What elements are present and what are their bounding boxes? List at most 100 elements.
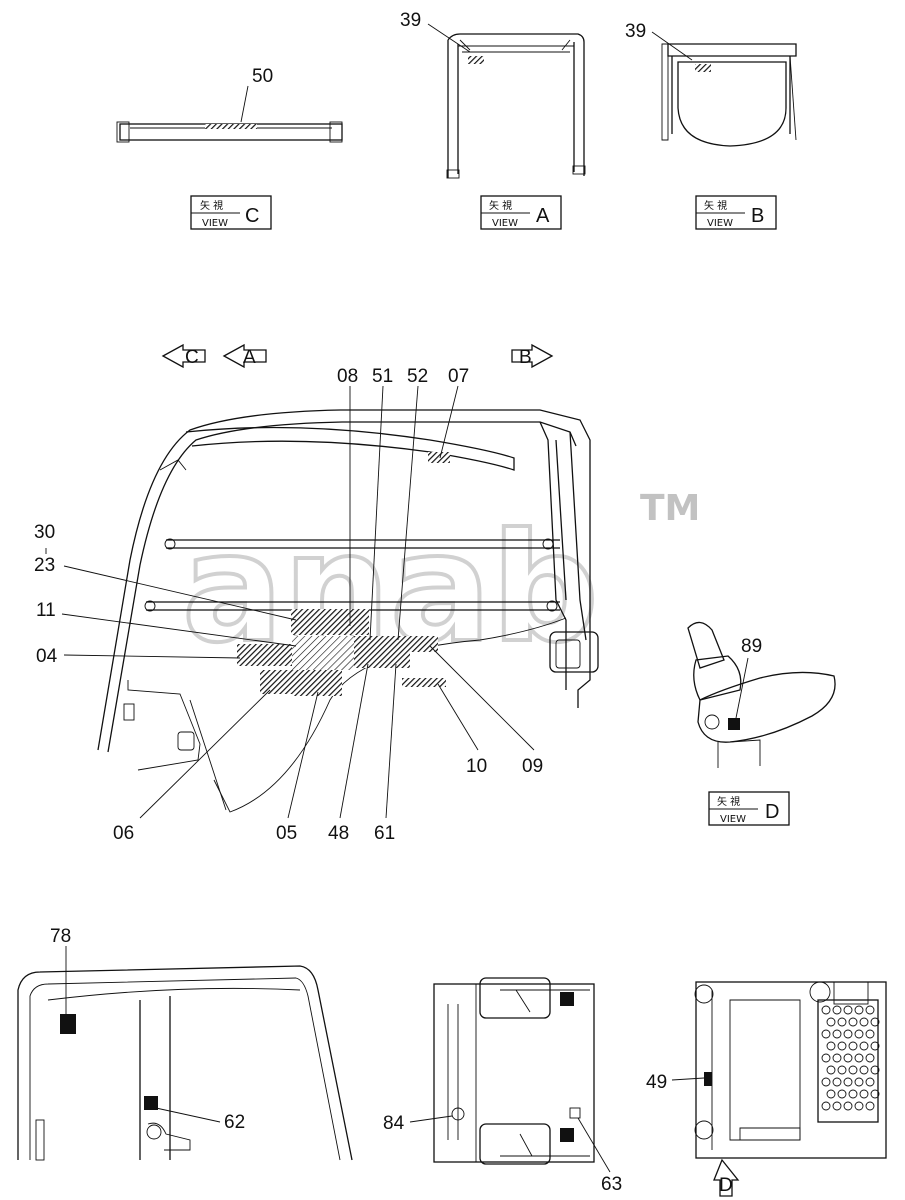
vent-hole — [848, 1041, 858, 1051]
console-top-drawing: 84 63 — [383, 977, 622, 1195]
decal-06 — [260, 670, 292, 694]
view-c-word: VIEW — [202, 218, 228, 229]
arrow-b: B — [511, 343, 554, 369]
vent-hole — [859, 1065, 869, 1075]
callout-06: 06 — [113, 823, 134, 844]
decal-61 — [382, 652, 410, 668]
svg-text:矢 視: 矢 視 — [489, 199, 512, 212]
vent-hole — [865, 1053, 875, 1063]
vent-hole — [837, 1017, 847, 1027]
decal-04 — [237, 644, 292, 666]
callout-52: 52 — [407, 366, 428, 387]
decal-49 — [704, 1072, 712, 1086]
vent-hole — [826, 1089, 836, 1099]
callout-08: 08 — [337, 366, 358, 387]
vent-hole — [826, 1017, 836, 1027]
vent-hole — [870, 1089, 880, 1099]
decal-11 — [292, 636, 354, 670]
callout-30: 30 — [34, 522, 55, 543]
callout-39-b: 39 — [625, 21, 646, 42]
vent-hole — [821, 1101, 831, 1111]
callout-62: 62 — [224, 1112, 245, 1133]
vent-hole — [859, 1041, 869, 1051]
vent-hole — [865, 1077, 875, 1087]
callout-51: 51 — [372, 366, 393, 387]
svg-text:B: B — [751, 205, 764, 227]
arrow-a: A — [222, 343, 267, 369]
view-c-drawing: 50 — [116, 66, 343, 143]
decal-09 — [410, 636, 438, 652]
vent-hole — [870, 1041, 880, 1051]
callout-09: 09 — [522, 756, 543, 777]
vent-hole — [826, 1065, 836, 1075]
watermark-tm: TM — [640, 488, 700, 529]
callout-10: 10 — [466, 756, 487, 777]
vent-hole — [843, 1029, 853, 1039]
leader-50 — [240, 85, 249, 123]
svg-text:D: D — [719, 1175, 733, 1196]
vent-hole — [854, 1005, 864, 1015]
decal-89 — [728, 718, 740, 730]
callout-50: 50 — [252, 66, 273, 87]
vent-hole — [821, 1005, 831, 1015]
svg-text:A: A — [536, 205, 550, 227]
vent-hole — [848, 1017, 858, 1027]
svg-text:矢 視: 矢 視 — [717, 795, 740, 808]
view-b-label: 矢 視 VIEW B — [695, 195, 777, 230]
callout-84: 84 — [383, 1113, 405, 1134]
callout-05: 05 — [276, 823, 297, 844]
vent-hole — [832, 1029, 842, 1039]
callout-78: 78 — [50, 926, 71, 947]
decal-console-upper — [560, 992, 574, 1006]
callout-23: 23 — [34, 555, 55, 576]
vent-hole — [832, 1101, 842, 1111]
callout-39-a: 39 — [400, 10, 421, 31]
main-cab-callouts: 08 51 52 07 30 23 11 04 06 05 48 61 10 0… — [34, 366, 543, 844]
callout-11: 11 — [36, 600, 56, 621]
vent-hole — [854, 1053, 864, 1063]
callout-07: 07 — [448, 366, 469, 387]
decal-48 — [354, 652, 382, 668]
vent-hole — [870, 1017, 880, 1027]
svg-text:VIEW: VIEW — [492, 218, 518, 229]
view-b-drawing: 39 — [625, 21, 797, 147]
svg-text:B: B — [519, 347, 532, 368]
view-d-label: 矢 視 VIEW D — [708, 791, 790, 826]
svg-text:A: A — [243, 347, 256, 368]
callout-61: 61 — [374, 823, 395, 844]
vent-hole — [854, 1101, 864, 1111]
decal-console-lower — [560, 1128, 574, 1142]
vent-hole — [843, 1053, 853, 1063]
decal-62 — [144, 1096, 158, 1110]
decal-23 — [291, 609, 331, 635]
vent-hole — [870, 1065, 880, 1075]
arrow-c: C — [161, 343, 206, 369]
vent-hole — [865, 1005, 875, 1015]
callout-48: 48 — [328, 823, 349, 844]
decal-50 — [205, 124, 257, 129]
vent-hole — [832, 1053, 842, 1063]
vent-hole — [859, 1017, 869, 1027]
vent-hole — [865, 1029, 875, 1039]
vent-hole — [826, 1041, 836, 1051]
svg-text:矢 視: 矢 視 — [704, 199, 727, 212]
vent-hole — [859, 1089, 869, 1099]
decal-07 — [428, 452, 450, 463]
svg-text:VIEW: VIEW — [707, 218, 733, 229]
vent-hole — [832, 1077, 842, 1087]
vent-hole — [837, 1065, 847, 1075]
decal-51 — [354, 636, 382, 652]
view-a-label: 矢 視 VIEW A — [480, 195, 562, 230]
main-cab-drawing — [45, 385, 599, 819]
vent-hole — [821, 1077, 831, 1087]
view-c-jp: 矢 視 — [200, 199, 223, 212]
vent-hole — [865, 1101, 875, 1111]
vent-hole — [837, 1089, 847, 1099]
view-a-drawing: 39 — [400, 10, 586, 179]
decal-78 — [60, 1014, 76, 1034]
decal-52 — [382, 636, 410, 652]
vent-grid — [821, 1005, 880, 1111]
vent-hole — [854, 1029, 864, 1039]
vent-hole — [843, 1077, 853, 1087]
